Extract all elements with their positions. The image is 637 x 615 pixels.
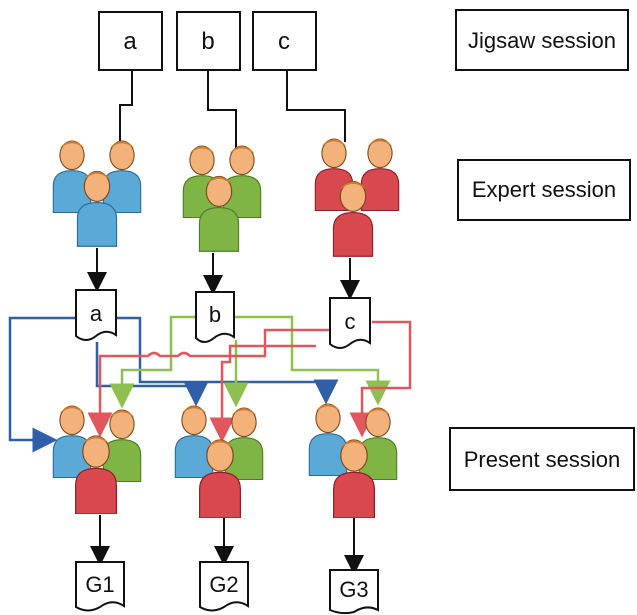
session-label-present: Present session [464, 447, 621, 472]
session-box-present: Present session [449, 427, 635, 491]
expert-doc-label-b: b [209, 302, 221, 327]
present-group-2-people-group-icon [174, 405, 264, 518]
group-output-g3-document-icon: G3 [329, 569, 379, 615]
redistribution-lines-red [87, 320, 412, 443]
session-label-expert: Expert session [472, 177, 616, 202]
group-output-g1-document-icon: G1 [75, 561, 125, 612]
expert-doc-a-document-icon: a [75, 289, 117, 341]
redistribution-lines-blue [8, 316, 339, 453]
session-box-expert: Expert session [457, 159, 631, 221]
group-output-label-g1: G1 [85, 572, 114, 597]
group-output-label-g3: G3 [339, 577, 368, 602]
connector-c [286, 70, 346, 142]
expert-group-c-people-group-icon [314, 138, 400, 257]
connector-a [119, 70, 133, 145]
jigsaw-topic-box-a: a [98, 11, 163, 71]
session-label-jigsaw: Jigsaw session [468, 28, 616, 53]
expert-doc-label-a: a [90, 301, 103, 326]
expert-doc-label-c: c [345, 309, 356, 334]
expert-doc-b-document-icon: b [195, 291, 235, 343]
present-group-1-people-group-icon [52, 405, 142, 514]
jigsaw-topic-box-c: c [252, 11, 317, 71]
group-output-label-g2: G2 [209, 572, 238, 597]
jigsaw-topic-label-a: a [123, 28, 137, 55]
expert-group-b-people-group-icon [182, 145, 262, 252]
jigsaw-topic-label-c: c [278, 28, 290, 55]
expert-doc-c-document-icon: c [329, 297, 371, 349]
redistribution-lines-green [109, 315, 391, 409]
connector-b [207, 70, 237, 148]
session-box-jigsaw: Jigsaw session [455, 9, 629, 71]
jigsaw-topic-box-b: b [176, 11, 241, 71]
group-output-g2-document-icon: G2 [199, 561, 249, 612]
expert-group-a-people-group-icon [52, 140, 142, 247]
present-group-3-people-group-icon [308, 403, 398, 518]
jigsaw-topic-label-b: b [201, 28, 214, 55]
